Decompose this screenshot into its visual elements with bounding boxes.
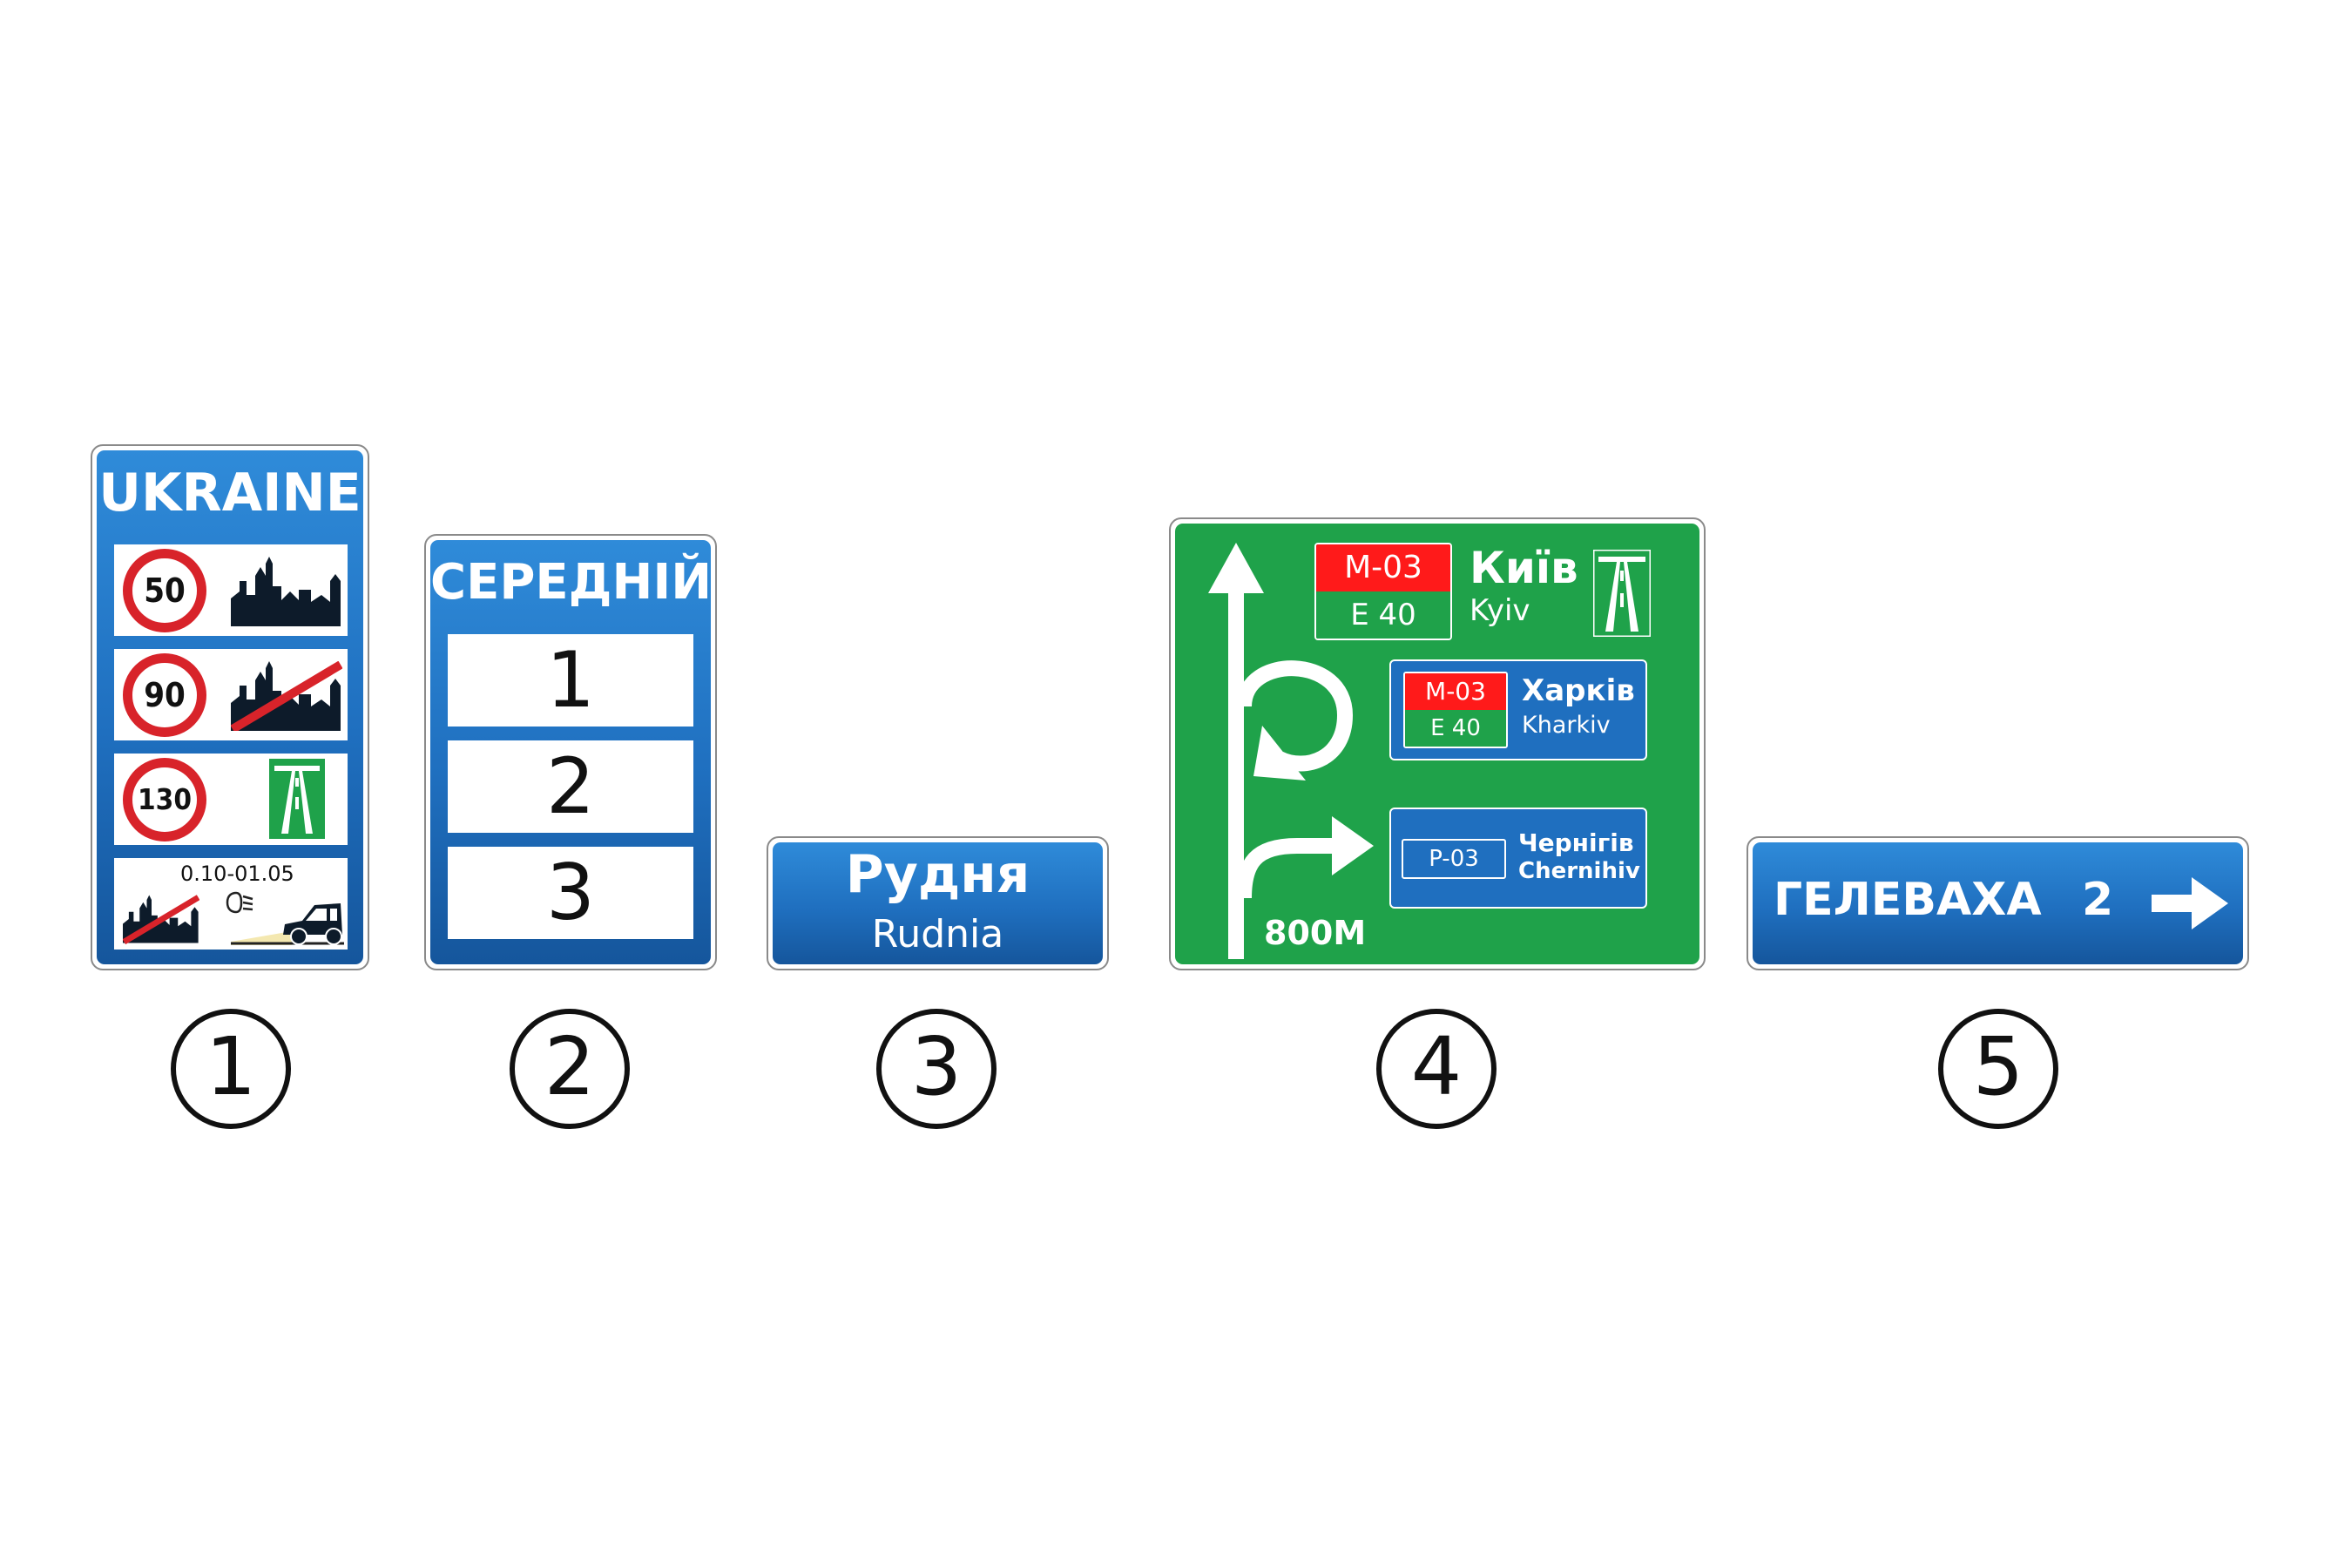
settlement-name: Рудня xyxy=(845,844,1030,905)
destination-city-latin: Kharkiv xyxy=(1522,712,1611,739)
road-number-plate: M-03 E 40 xyxy=(1403,672,1508,748)
list-item: 2 xyxy=(448,740,693,833)
label-4: 4 xyxy=(1376,1009,1497,1129)
speed-limit-sign: 130 xyxy=(123,758,206,841)
town-end-icon xyxy=(231,661,342,731)
motorway-icon xyxy=(1593,550,1651,637)
headlights-row: 0.10-01.05 xyxy=(114,858,348,950)
speed-row-out-of-town: 90 xyxy=(114,649,348,740)
road-number-m: M-03 xyxy=(1316,544,1450,591)
settlement-name-latin: Rudnia xyxy=(871,912,1004,956)
sign-lane-directions: 800M M-03 E 40 Київ Kyiv M-03 E 40 Харкі… xyxy=(1169,517,1706,970)
village-name: СЕРЕДНІЙ xyxy=(430,554,711,611)
list-item: 3 xyxy=(448,847,693,939)
sign-border-crossing: UKRAINE 50 90 130 xyxy=(91,444,369,970)
road-number-m: M-03 xyxy=(1405,673,1506,710)
town-icon xyxy=(231,557,341,626)
distance-value: 2 xyxy=(2082,874,2114,926)
label-2: 2 xyxy=(510,1009,630,1129)
road-number-plate: P-03 xyxy=(1402,839,1506,879)
destination-city: Харків xyxy=(1522,673,1635,708)
car-icon xyxy=(231,903,344,945)
headlights-icon xyxy=(226,891,253,914)
destination-panel-kharkiv: M-03 E 40 Харків Kharkiv xyxy=(1389,659,1647,760)
speed-limit-sign: 50 xyxy=(123,549,206,632)
label-5: 5 xyxy=(1938,1009,2058,1129)
road-number-plate: M-03 E 40 xyxy=(1314,543,1452,640)
road-number-e: E 40 xyxy=(1405,710,1506,747)
speed-limit-sign: 90 xyxy=(123,653,206,737)
distance-label: 800M xyxy=(1264,914,1367,952)
destination-city: Київ xyxy=(1470,543,1578,593)
label-1: 1 xyxy=(171,1009,291,1129)
period-label: 0.10-01.05 xyxy=(180,862,294,886)
speed-row-motorway: 130 xyxy=(114,754,348,845)
sign-direction-distance: ГЕЛЕВАХА 2 xyxy=(1747,836,2249,970)
destination-name: ГЕЛЕВАХА xyxy=(1774,874,2042,926)
sign-settlement-name: Рудня Rudnia xyxy=(767,836,1109,970)
road-number-e: E 40 xyxy=(1316,591,1450,639)
list-item: 1 xyxy=(448,634,693,727)
speed-row-town: 50 xyxy=(114,544,348,636)
destination-panel-chernihiv: P-03 Чернігів Chernihiv xyxy=(1389,808,1647,909)
destination-city-latin: Kyiv xyxy=(1470,593,1530,628)
destination-city: Чернігів xyxy=(1518,828,1634,857)
sign-village-parts: СЕРЕДНІЙ 1 2 3 xyxy=(424,534,717,970)
motorway-icon xyxy=(269,759,325,839)
label-3: 3 xyxy=(876,1009,997,1129)
destination-city-latin: Chernihiv xyxy=(1518,858,1640,884)
lane-arrows-icon xyxy=(1208,543,1374,959)
town-end-icon xyxy=(123,895,199,945)
country-name: UKRAINE xyxy=(98,463,361,524)
arrow-right-icon xyxy=(2152,877,2228,929)
